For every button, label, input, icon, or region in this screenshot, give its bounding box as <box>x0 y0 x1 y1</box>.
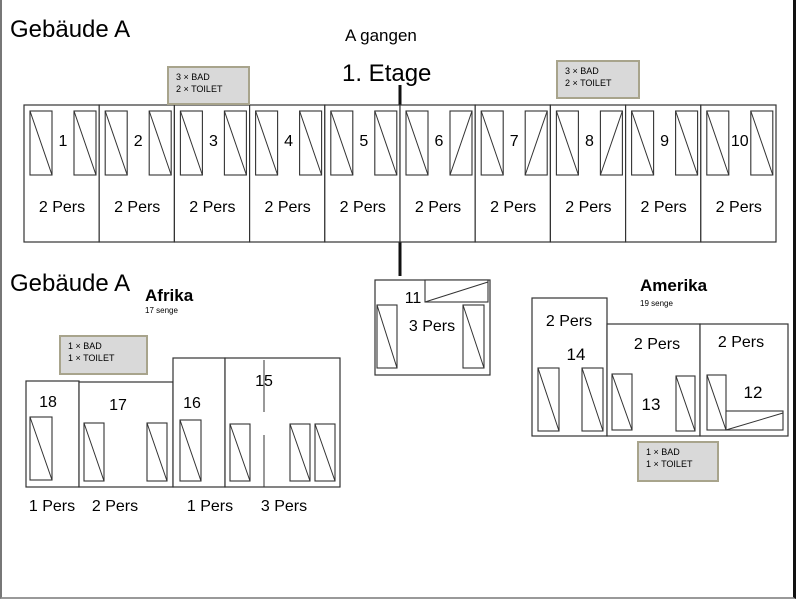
bed-diagonal <box>706 110 730 176</box>
bed-diagonal <box>599 110 623 176</box>
bed-diagonal <box>104 110 128 176</box>
bed-diagonal <box>289 423 311 482</box>
room-capacity: 2 Pers <box>640 199 686 216</box>
room-capacity: 1 Pers <box>187 498 233 515</box>
afrika-title: Afrika <box>145 286 194 305</box>
room-capacity: 2 Pers <box>114 199 160 216</box>
room-capacity: 2 Pers <box>546 313 592 330</box>
bathroom-note-line2: 1 × TOILET <box>68 353 115 363</box>
room-number: 16 <box>183 395 201 412</box>
bed-diagonal <box>750 110 774 176</box>
corridor-label: A gangen <box>345 26 417 45</box>
room-capacity: 3 Pers <box>409 318 455 335</box>
bed-diagonal <box>83 422 105 482</box>
bed-diagonal <box>374 110 398 176</box>
bed-diagonal <box>480 110 504 176</box>
bathroom-note <box>59 335 148 375</box>
room-capacity: 1 Pers <box>29 498 75 515</box>
bed-diagonal <box>179 419 202 482</box>
bed-diagonal <box>330 110 354 176</box>
bed-diagonal <box>179 110 203 176</box>
room-capacity: 2 Pers <box>340 199 386 216</box>
room-capacity: 2 Pers <box>415 199 461 216</box>
room-capacity: 2 Pers <box>565 199 611 216</box>
room-capacity: 2 Pers <box>189 199 235 216</box>
bed-diagonal <box>706 374 727 431</box>
bed-diagonal <box>449 110 473 176</box>
bed-diagonal <box>725 412 784 431</box>
bathroom-note-line2: 1 × TOILET <box>646 459 693 469</box>
bed-diagonal <box>675 110 699 176</box>
bed-diagonal <box>376 304 398 369</box>
amerika-title: Amerika <box>640 276 708 295</box>
bed-diagonal <box>255 110 279 176</box>
room-capacity: 2 Pers <box>634 336 680 353</box>
bed-diagonal <box>405 110 429 176</box>
room-number: 18 <box>39 394 57 411</box>
room-number: 13 <box>642 395 661 414</box>
afrika-bed-count: 17 senge <box>145 306 178 315</box>
room-number: 10 <box>731 133 749 150</box>
room-number: 8 <box>585 133 594 150</box>
bed-diagonal <box>631 110 655 176</box>
room-number: 14 <box>567 345 586 364</box>
floor-label: 1. Etage <box>342 60 431 87</box>
room-capacity: 2 Pers <box>264 199 310 216</box>
room-capacity: 2 Pers <box>718 334 764 351</box>
bathroom-note-line2: 2 × TOILET <box>565 78 612 88</box>
bathroom-note <box>637 441 719 482</box>
room-capacity: 2 Pers <box>490 199 536 216</box>
bathroom-note <box>167 66 250 105</box>
room-number: 5 <box>359 133 368 150</box>
bed-diagonal <box>555 110 579 176</box>
bathroom-note-line1: 3 × BAD <box>565 66 599 76</box>
room-number: 2 <box>134 133 143 150</box>
building-title: Gebäude A <box>10 16 130 43</box>
bed-diagonal <box>675 375 696 432</box>
room-number: 17 <box>109 397 127 414</box>
bed-diagonal <box>299 110 323 176</box>
room-number: 9 <box>660 133 669 150</box>
bed-diagonal <box>581 367 604 432</box>
bed-diagonal <box>537 367 560 432</box>
room-number: 12 <box>744 383 763 402</box>
bathroom-note-line1: 1 × BAD <box>68 341 102 351</box>
bed-diagonal <box>223 110 247 176</box>
room-number: 11 <box>405 290 422 307</box>
bathroom-note-line2: 2 × TOILET <box>176 84 223 94</box>
room-number: 4 <box>284 133 293 150</box>
bathroom-note-line1: 3 × BAD <box>176 72 210 82</box>
amerika-bed-count: 19 senge <box>640 299 673 308</box>
room-number: 7 <box>510 133 519 150</box>
bed-diagonal <box>73 110 97 176</box>
bed-diagonal <box>146 422 168 482</box>
room-number: 15 <box>255 373 273 390</box>
bathroom-note-line1: 1 × BAD <box>646 447 680 457</box>
room-capacity: 2 Pers <box>39 199 85 216</box>
bed-diagonal <box>424 281 489 303</box>
room-capacity: 3 Pers <box>261 498 307 515</box>
bed-diagonal <box>229 423 251 482</box>
room-number: 6 <box>435 133 444 150</box>
bed-diagonal <box>148 110 172 176</box>
building-title-lower: Gebäude A <box>10 270 130 297</box>
bathroom-note <box>556 60 640 99</box>
bed-diagonal <box>611 373 633 431</box>
room-number: 1 <box>59 133 68 150</box>
room-number: 3 <box>209 133 218 150</box>
bed-diagonal <box>314 423 336 482</box>
bed-diagonal <box>29 416 53 481</box>
room-capacity: 2 Pers <box>92 498 138 515</box>
bed-diagonal <box>524 110 548 176</box>
bed-diagonal <box>462 304 485 369</box>
bed-diagonal <box>29 110 53 176</box>
room-capacity: 2 Pers <box>716 199 762 216</box>
